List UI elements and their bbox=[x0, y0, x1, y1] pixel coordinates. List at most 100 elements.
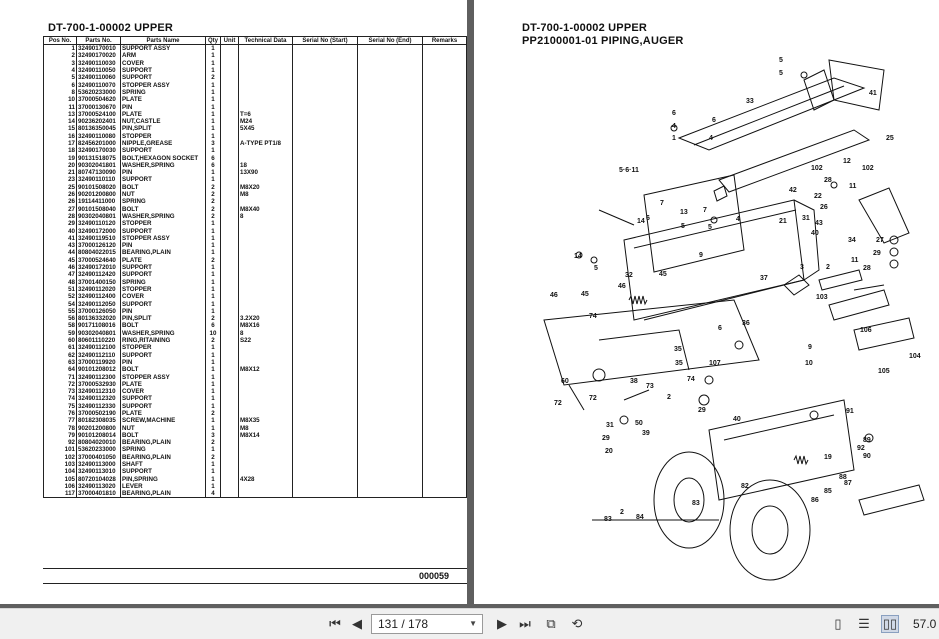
table-cell bbox=[238, 387, 293, 396]
table-cell: 2 bbox=[205, 198, 221, 206]
table-cell bbox=[220, 446, 239, 454]
table-cell: 32490112420 bbox=[76, 271, 121, 279]
table-cell bbox=[292, 460, 358, 469]
table-cell: 1 bbox=[205, 468, 221, 476]
table-cell: 71 bbox=[43, 373, 77, 381]
table-cell bbox=[357, 242, 423, 250]
table-cell bbox=[357, 125, 423, 133]
table-cell bbox=[238, 490, 293, 499]
two-page-icon[interactable]: ▯▯ bbox=[881, 615, 899, 633]
table-cell bbox=[238, 66, 293, 75]
single-page-icon[interactable]: ▯ bbox=[834, 616, 842, 631]
table-cell bbox=[422, 285, 467, 294]
left-page: DT-700-1-00002 UPPER Pos No.Parts No.Par… bbox=[0, 0, 467, 604]
table-cell bbox=[220, 366, 239, 374]
table-cell: 23 bbox=[43, 176, 77, 184]
table-cell: M8X35 bbox=[238, 417, 293, 425]
table-cell bbox=[238, 227, 293, 235]
left-page-title: DT-700-1-00002 UPPER bbox=[48, 22, 174, 34]
table-cell: 1 bbox=[205, 446, 221, 454]
table-cell: 1 bbox=[205, 227, 221, 235]
table-cell: 5 bbox=[43, 74, 77, 82]
table-cell bbox=[357, 358, 423, 367]
table-cell bbox=[238, 453, 293, 461]
callout-label: 5 bbox=[708, 224, 712, 231]
table-cell: 37000532930 bbox=[76, 380, 121, 388]
table-cell bbox=[238, 460, 293, 469]
prev-page-icon[interactable]: ◀ bbox=[352, 616, 362, 631]
table-cell bbox=[422, 278, 467, 286]
table-cell bbox=[220, 431, 239, 440]
table-cell bbox=[357, 285, 423, 294]
table-cell: 90101208014 bbox=[76, 431, 121, 440]
callout-label: 5 bbox=[594, 265, 598, 272]
next-page-icon[interactable]: ▶ bbox=[497, 616, 507, 631]
table-cell bbox=[292, 147, 358, 155]
table-cell bbox=[422, 190, 467, 199]
callout-label: 28 bbox=[863, 265, 871, 272]
table-cell: 32490170010 bbox=[76, 44, 121, 53]
table-cell bbox=[357, 424, 423, 432]
table-cell bbox=[220, 453, 239, 461]
table-cell: 8 bbox=[238, 212, 293, 221]
table-cell bbox=[220, 169, 239, 177]
table-cell bbox=[422, 234, 467, 243]
table-cell bbox=[357, 256, 423, 264]
table-cell: SPRING bbox=[120, 88, 206, 97]
table-cell: 1 bbox=[205, 249, 221, 257]
table-cell bbox=[220, 402, 239, 410]
table-cell bbox=[357, 110, 423, 118]
table-cell: 37000401810 bbox=[76, 490, 121, 499]
table-cell bbox=[422, 176, 467, 184]
table-cell: 1 bbox=[205, 402, 221, 410]
page-number-field[interactable]: 131 / 178 ▼ bbox=[371, 614, 483, 634]
table-cell: M8X40 bbox=[238, 205, 293, 213]
table-cell bbox=[422, 431, 467, 440]
table-cell bbox=[238, 285, 293, 294]
table-cell: 11 bbox=[43, 103, 77, 111]
table-cell bbox=[357, 271, 423, 279]
table-cell: 25 bbox=[43, 183, 77, 191]
table-cell: STOPPER ASSY bbox=[120, 234, 206, 243]
table-cell bbox=[220, 176, 239, 184]
table-cell bbox=[220, 293, 239, 301]
last-page-icon[interactable]: ⏭ bbox=[519, 616, 531, 631]
zoom-level[interactable]: 57.0 bbox=[913, 617, 937, 631]
fit-page-icon[interactable]: ⧉ bbox=[546, 616, 556, 631]
table-cell bbox=[292, 139, 358, 148]
table-cell: BOLT bbox=[120, 322, 206, 330]
table-cell bbox=[422, 139, 467, 148]
table-cell: 16 bbox=[43, 132, 77, 140]
table-cell bbox=[422, 249, 467, 257]
table-cell bbox=[422, 52, 467, 60]
rotate-icon[interactable]: ⟲ bbox=[571, 616, 583, 631]
table-cell bbox=[220, 242, 239, 250]
table-cell: 32490112320 bbox=[76, 395, 121, 403]
callout-label: 37 bbox=[760, 275, 768, 282]
first-page-icon[interactable]: ⏮ bbox=[329, 616, 341, 631]
continuous-page-icon[interactable]: ☰ bbox=[858, 616, 870, 631]
chevron-down-icon[interactable]: ▼ bbox=[469, 619, 477, 628]
callout-label: 19 bbox=[824, 454, 832, 461]
table-cell: 1 bbox=[205, 417, 221, 425]
table-cell: 75 bbox=[43, 402, 77, 410]
table-cell: PIN,SPRING bbox=[120, 475, 206, 483]
table-cell bbox=[357, 117, 423, 126]
table-cell bbox=[422, 351, 467, 359]
callout-label: 27 bbox=[876, 237, 884, 244]
table-cell bbox=[238, 351, 293, 359]
table-cell bbox=[357, 96, 423, 104]
table-cell bbox=[292, 351, 358, 359]
table-cell bbox=[422, 475, 467, 483]
table-cell: M8X12 bbox=[238, 366, 293, 374]
table-cell: 1 bbox=[205, 366, 221, 374]
table-cell: 13X90 bbox=[238, 169, 293, 177]
table-cell bbox=[357, 59, 423, 67]
table-cell bbox=[422, 271, 467, 279]
